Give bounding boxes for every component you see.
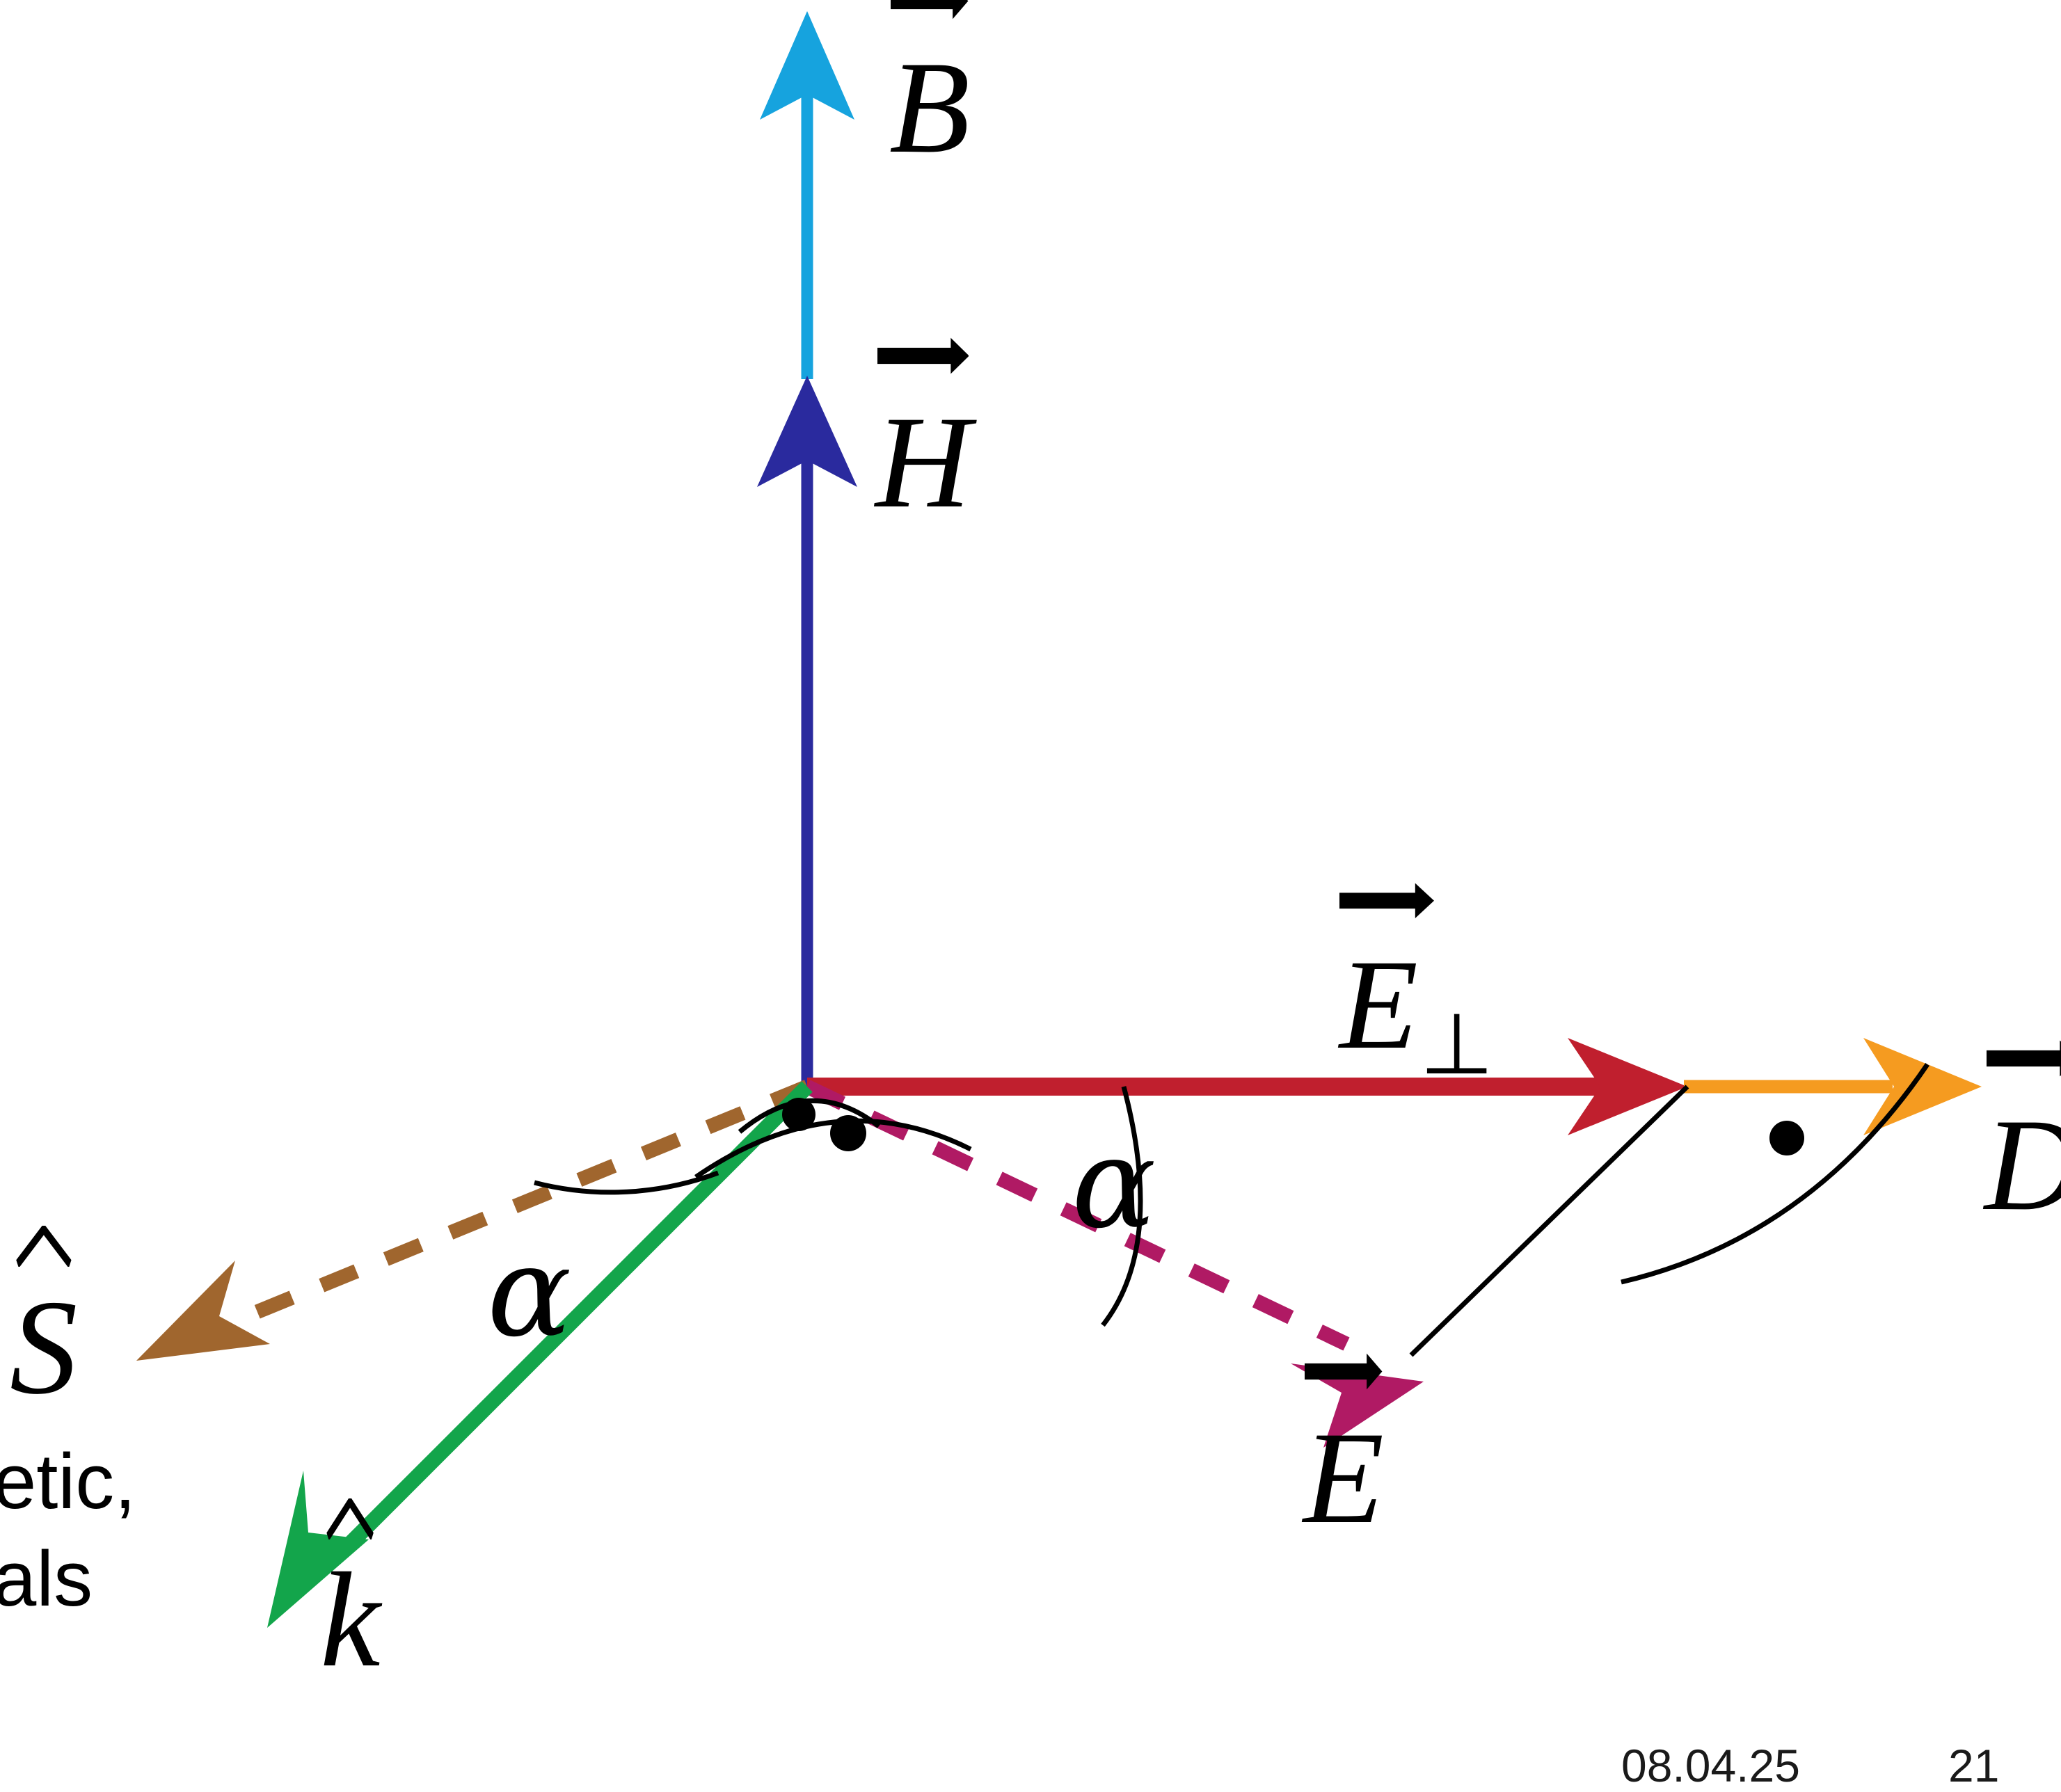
- hat-accent-k: [326, 1498, 374, 1539]
- slide-text-line-1: etic,: [0, 1438, 136, 1525]
- label-vector-k-hat: k: [320, 1498, 381, 1688]
- vector-S-hat-shaft: [227, 1080, 810, 1330]
- angle-arc-alpha-right: [1101, 1086, 1143, 1327]
- vector-S-hat: [136, 1080, 810, 1361]
- right-angle-mark-D: [1621, 1063, 1929, 1285]
- label-angle-alpha-right: α: [1072, 1111, 1156, 1256]
- vector-arrow-accent-D: [1986, 1040, 2061, 1077]
- hat-accent-S: [16, 1226, 72, 1267]
- label-vector-D-text: D: [1984, 1092, 2061, 1238]
- label-vector-E-perp-base: E: [1339, 934, 1419, 1076]
- right-angle-arc-D: [1621, 1063, 1929, 1285]
- label-vector-k-hat-text: k: [320, 1545, 381, 1695]
- vector-arrow-accent-H: [877, 337, 969, 374]
- label-vector-B-text: B: [889, 35, 971, 181]
- vector-D: [1684, 1038, 1982, 1135]
- label-vector-E: E: [1303, 1353, 1384, 1544]
- right-angle-dot-D: [1769, 1121, 1804, 1155]
- vector-E-perp: [807, 1038, 1687, 1135]
- label-vector-D: D: [1984, 1040, 2061, 1231]
- vector-E-shaft: [804, 1080, 1350, 1351]
- vector-E: [804, 1080, 1424, 1448]
- vector-k-hat: [267, 1081, 813, 1628]
- vector-H-arrowhead: [757, 376, 857, 487]
- vector-arrow-accent-B: [891, 0, 969, 19]
- vector-B: [760, 11, 854, 379]
- vector-S-hat-arrowhead: [136, 1261, 270, 1361]
- label-vector-H-text: H: [875, 390, 971, 536]
- right-angle-dot-k-Eperp: [782, 1098, 815, 1131]
- label-angle-alpha-left: α: [487, 1219, 572, 1365]
- right-angle-dot-S-E: [830, 1115, 866, 1151]
- label-vector-S-hat-text: S: [10, 1272, 78, 1423]
- label-vector-E-text: E: [1303, 1405, 1385, 1551]
- vector-E-perp-arrowhead: [1568, 1038, 1687, 1135]
- right-angle-marks-origin: [694, 1098, 972, 1179]
- footer-page-number: 21: [1948, 1740, 2000, 1791]
- slide-text-line-2: als: [0, 1535, 93, 1622]
- footer-date: 08.04.25: [1621, 1740, 1800, 1791]
- label-vector-S-hat: S: [10, 1226, 78, 1416]
- vector-arrow-accent-E-perp: [1339, 883, 1434, 918]
- vector-arrow-accent-E: [1305, 1353, 1383, 1390]
- vector-E-arrowhead: [1291, 1363, 1424, 1448]
- vector-H: [757, 376, 857, 1087]
- vector-B-arrowhead: [760, 11, 854, 120]
- label-vector-H: H: [875, 337, 971, 529]
- label-vector-E-perp: E⊥: [1339, 883, 1494, 1087]
- label-vector-E-perp-subscript: ⊥: [1419, 998, 1494, 1092]
- vector-k-hat-shaft: [342, 1081, 813, 1551]
- angle-arc-alpha-left: [534, 1170, 719, 1195]
- construction-line-E-to-junction: [1409, 1085, 1689, 1357]
- vector-k-hat-arrowhead: [267, 1471, 369, 1628]
- right-angle-arc-k-Eperp: [738, 1098, 881, 1134]
- label-vector-B: B: [889, 0, 970, 174]
